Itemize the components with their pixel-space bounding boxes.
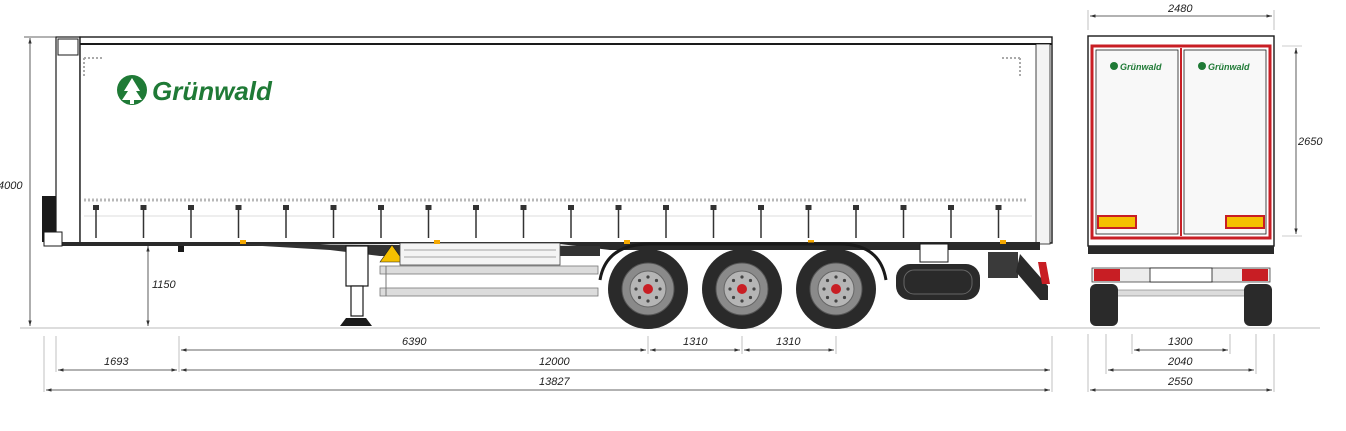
brand-logo-side: Grünwald <box>117 75 273 106</box>
tail-light-right <box>1242 269 1268 281</box>
strap-buckle <box>330 205 337 238</box>
brand-name-side: Grünwald <box>152 76 273 106</box>
dim-kingpin-to-axle: 6390 <box>402 336 427 348</box>
rear-sill <box>1088 246 1274 254</box>
brand-logo-door-left: Grünwald <box>1110 62 1162 72</box>
strap-buckle <box>188 205 194 238</box>
strap-buckle <box>520 205 527 238</box>
strap-buckle <box>663 205 669 238</box>
wheel <box>796 249 876 329</box>
rear-marker-right <box>1225 215 1265 229</box>
rear-door-right <box>1183 49 1267 235</box>
dim-total-height: 4000 <box>0 180 23 192</box>
electrical-box <box>919 243 949 263</box>
dim-overall-width-top: 2480 <box>1167 3 1193 15</box>
strap-buckle <box>235 205 242 238</box>
kingpin <box>178 246 184 252</box>
dim-overall-length: 13827 <box>539 376 570 388</box>
warning-triangle-icon <box>379 244 405 263</box>
side-underrun-guard <box>379 242 599 297</box>
door-frame <box>1090 44 1272 240</box>
wheel <box>608 249 688 329</box>
curtain-buckles <box>93 205 1002 238</box>
dim-overall-width: 2550 <box>1167 376 1193 388</box>
front-corner-cap <box>57 38 79 56</box>
spare-wheel-carrier <box>896 264 980 300</box>
rear-post <box>1035 43 1051 245</box>
rear-wheel-right <box>1244 284 1272 326</box>
rear-door-left <box>1095 49 1179 235</box>
dim-axle-spacing-2: 1310 <box>776 336 801 348</box>
strap-buckle <box>140 205 147 238</box>
tree-icon <box>1198 62 1206 70</box>
rear-wheel-left <box>1090 284 1118 326</box>
dim-kingpin-to-front: 1693 <box>104 356 129 368</box>
mudguard <box>598 242 888 281</box>
side-marker-lamps <box>240 240 1006 244</box>
tail-light-left <box>1094 269 1120 281</box>
side-dimensions: 4000 1150 6390 1310 1310 1693 12000 13 <box>0 36 1053 392</box>
strap-buckle <box>473 205 479 238</box>
dim-axle-spacing-1: 1310 <box>683 336 708 348</box>
brand-name-door-left: Grünwald <box>1120 62 1162 72</box>
strap-buckle <box>805 205 812 238</box>
strap-buckle <box>425 205 432 238</box>
rear-bumper <box>1093 289 1269 297</box>
strap-buckle <box>948 205 954 238</box>
strap-buckle <box>900 205 907 238</box>
front-wall <box>55 36 81 244</box>
dim-inner-width: 2040 <box>1167 356 1193 368</box>
brand-logo-door-right: Grünwald <box>1198 62 1250 72</box>
curtain-corner-marks <box>83 57 1021 78</box>
front-wall-base <box>42 196 58 242</box>
front-lamp <box>43 231 63 247</box>
dim-door-height: 2650 <box>1297 136 1323 148</box>
strap-buckle <box>568 205 574 238</box>
dim-track-width: 1300 <box>1168 336 1193 348</box>
dim-body-length: 12000 <box>539 356 570 368</box>
rear-reflector <box>1038 262 1050 284</box>
curtain-body <box>79 36 1053 244</box>
tree-glyph <box>122 78 142 104</box>
strap-buckle <box>853 205 859 238</box>
strap-buckle <box>758 205 764 238</box>
axle-wheels <box>608 249 876 329</box>
rear-view: Grünwald Grünwald <box>1087 35 1275 326</box>
landing-gear <box>340 245 372 326</box>
tree-icon <box>1110 62 1118 70</box>
strap-buckle <box>710 205 717 238</box>
wheel <box>702 249 782 329</box>
license-plate-area <box>1149 267 1213 283</box>
rear-dimensions: 2480 2650 1300 2040 2550 <box>1087 3 1323 392</box>
rear-lamp-housing <box>988 252 1018 278</box>
strap-buckle <box>283 205 289 238</box>
strap-buckle <box>615 205 622 238</box>
rear-marker-left <box>1097 215 1137 229</box>
strap-buckle <box>93 205 99 238</box>
strap-buckle <box>378 205 384 238</box>
side-view: Grünwald <box>20 36 1320 329</box>
rear-underrun <box>1016 254 1048 300</box>
strap-buckle <box>995 205 1002 238</box>
dim-coupling-height: 1150 <box>152 279 177 291</box>
brand-name-door-right: Grünwald <box>1208 62 1250 72</box>
